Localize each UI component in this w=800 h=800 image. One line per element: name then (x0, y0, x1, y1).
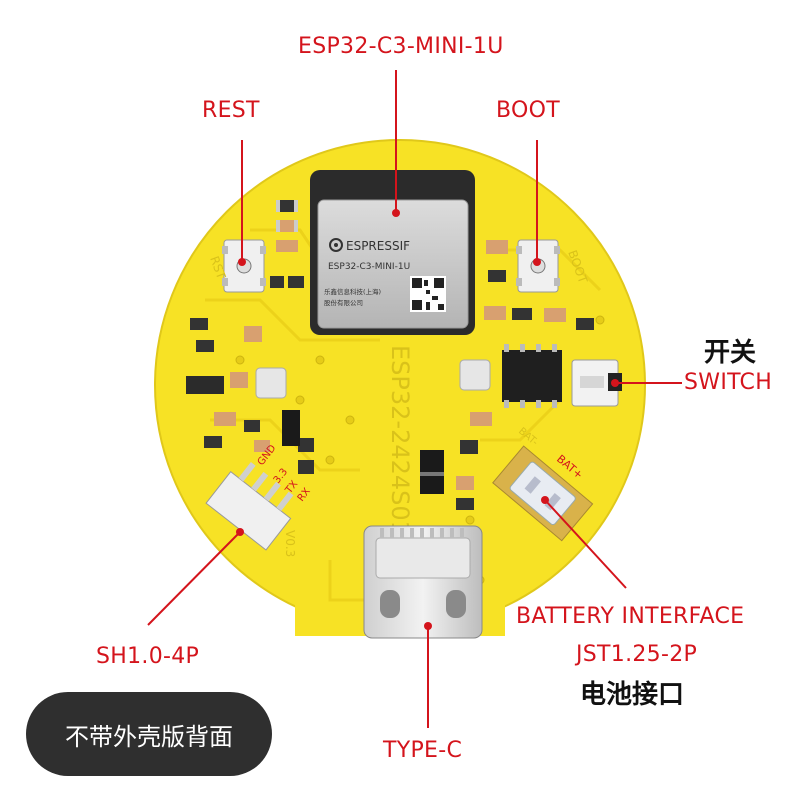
esp32-module: ESPRESSIF ESP32-C3-MINI-1U 乐鑫信息科技(上海) 股份… (310, 170, 475, 335)
smd-components (186, 200, 594, 510)
leader-switch-dot (611, 379, 619, 387)
version-silkscreen: V0.3 (283, 530, 297, 557)
module-note-1: 乐鑫信息科技(上海) (324, 287, 381, 296)
board-name-silkscreen: ESP32-2424S012 (386, 345, 414, 551)
leader-battery (544, 499, 627, 589)
espressif-logo-icon (329, 238, 343, 252)
back-view-badge: 不带外壳版背面 (26, 692, 272, 776)
battery-interface-label: BATTERY INTERFACE (516, 604, 745, 629)
boot-label: BOOT (496, 98, 560, 123)
type-c-label: TYPE-C (383, 738, 463, 763)
rest-label: REST (202, 98, 260, 123)
leader-battery-dot (541, 496, 549, 504)
qr-code-icon (410, 276, 446, 312)
leader-sh (147, 531, 241, 626)
leader-module-dot (392, 209, 400, 217)
switch-cn-label: 开关 (704, 338, 757, 368)
leader-lines (147, 70, 682, 728)
sh-connector-label: SH1.0-4P (96, 644, 200, 669)
battery-cn-label: 电池接口 (580, 680, 685, 710)
leader-boot-dot (533, 258, 541, 266)
leader-rest-dot (238, 258, 246, 266)
sh-connector (205, 462, 294, 551)
module-model-text: ESP32-C3-MINI-1U (328, 262, 410, 272)
battery-connector (492, 445, 594, 542)
leader-sh-dot (236, 528, 244, 536)
switch-label: SWITCH (684, 370, 773, 395)
boot-button (516, 239, 560, 293)
reset-button (222, 239, 266, 293)
battery-jst-label: JST1.25-2P (576, 642, 698, 667)
usb-type-c-port (363, 525, 483, 639)
leader-typec-dot (424, 622, 432, 630)
module-label: ESP32-C3-MINI-1U (298, 34, 504, 59)
module-note-2: 股份有限公司 (324, 298, 363, 307)
module-brand-text: ESPRESSIF (346, 239, 410, 253)
